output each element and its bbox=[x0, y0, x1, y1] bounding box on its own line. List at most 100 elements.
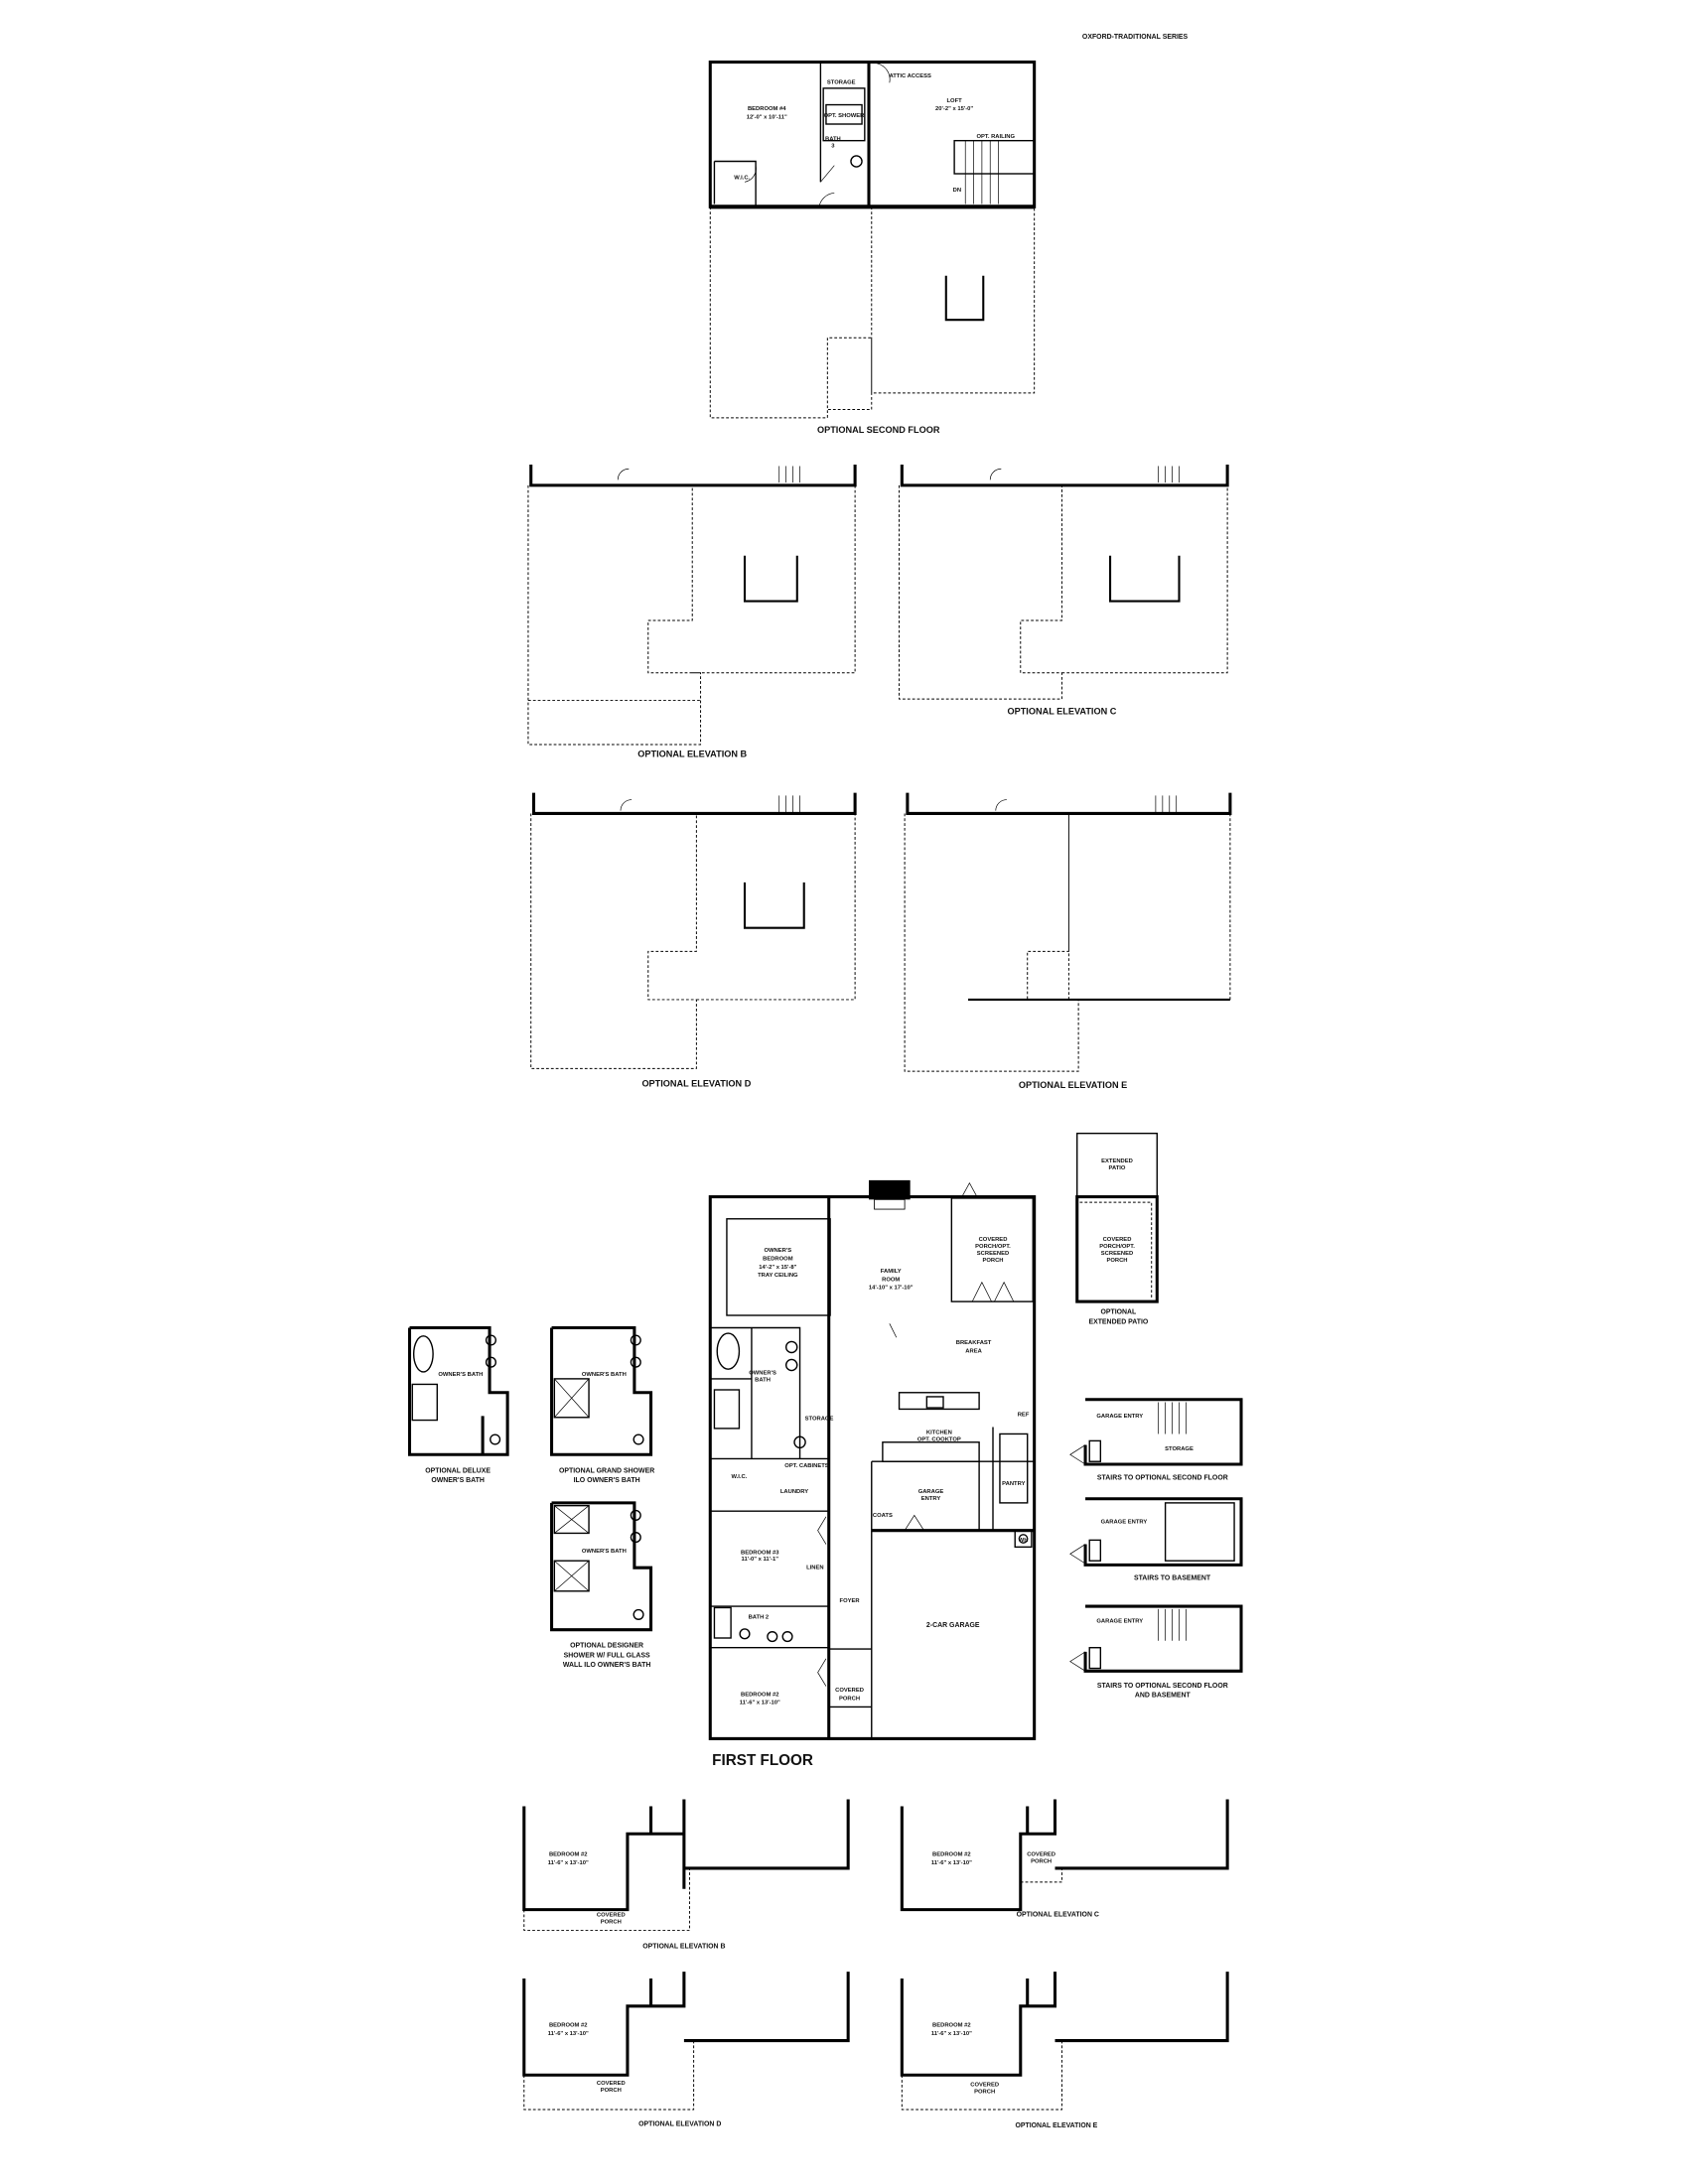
stair-option-label: STAIRS TO BASEMENT bbox=[1134, 1575, 1211, 1582]
upper-elev-c-label: OPTIONAL ELEVATION C bbox=[1007, 706, 1116, 716]
kitchen-label: KITCHEN bbox=[926, 1430, 952, 1435]
bath-option-label: OPTIONAL DELUXE bbox=[425, 1467, 491, 1474]
laundry-label: LAUNDRY bbox=[780, 1489, 808, 1495]
second-floor-title: OPTIONAL SECOND FLOOR bbox=[817, 425, 940, 435]
family-room-dim: 14'-10" x 17'-10" bbox=[869, 1286, 914, 1292]
lower-elevation-d: BEDROOM #2 11'-6" x 13'-10" COVERED PORC… bbox=[522, 1972, 850, 2128]
stair-room: GARAGE ENTRY bbox=[1101, 1520, 1148, 1526]
series-title: OXFORD-TRADITIONAL SERIES bbox=[1082, 34, 1189, 41]
foyer-label: FOYER bbox=[840, 1598, 861, 1604]
covered-porch-label: COVERED bbox=[835, 1688, 864, 1694]
garage-entry-label: GARAGE bbox=[918, 1489, 944, 1495]
porch-label4: PORCH bbox=[982, 1258, 1003, 1264]
lower-bedroom: BEDROOM #2 bbox=[932, 2023, 971, 2029]
stair-option-label: STAIRS TO OPTIONAL SECOND FLOOR bbox=[1097, 1683, 1228, 1690]
upper-elevation-b: OPTIONAL ELEVATION B bbox=[527, 465, 857, 759]
upper-elevation-d: OPTIONAL ELEVATION D bbox=[530, 792, 857, 1088]
lower-dim: 11'-6" x 13'-10" bbox=[548, 1860, 589, 1866]
stair-room: GARAGE ENTRY bbox=[1096, 1414, 1143, 1420]
lower-dim: 11'-6" x 13'-10" bbox=[548, 2031, 589, 2037]
extended-patio-label2: EXTENDED PATIO bbox=[1088, 1318, 1148, 1325]
extended-patio-room2: PATIO bbox=[1109, 1165, 1126, 1171]
lower-elevation-e: BEDROOM #2 11'-6" x 13'-10" COVERED PORC… bbox=[900, 1972, 1229, 2129]
stair-option-label: STAIRS TO OPTIONAL SECOND FLOOR bbox=[1097, 1474, 1228, 1481]
bath-option-label: OPTIONAL GRAND SHOWER bbox=[559, 1467, 654, 1474]
bath-option-label3: WALL ILO OWNER'S BATH bbox=[563, 1662, 651, 1669]
opt-cooktop-label: OPT. COOKTOP bbox=[917, 1436, 961, 1442]
first-floor-plan: OWNER'S BEDROOM 14'-2" x 15'-8" TRAY CEI… bbox=[708, 1179, 1037, 1769]
lower-elev-d-label: OPTIONAL ELEVATION D bbox=[638, 2121, 721, 2128]
upper-elev-e-label: OPTIONAL ELEVATION E bbox=[1019, 1080, 1127, 1090]
bedroom4-label: BEDROOM #4 bbox=[748, 106, 786, 112]
bath-option-deluxe: OWNER'S BATH OPTIONAL DELUXE OWNER'S BAT… bbox=[407, 1325, 509, 1484]
ref-label: REF bbox=[1018, 1412, 1030, 1418]
owners-bath-label: OWNER'S bbox=[749, 1371, 776, 1377]
upper-elevation-c: OPTIONAL ELEVATION C bbox=[899, 465, 1229, 716]
lower-porch: COVERED bbox=[597, 2081, 626, 2087]
lower-dim: 11'-6" x 13'-10" bbox=[931, 1860, 972, 1866]
stair-option-basement: GARAGE ENTRY STAIRS TO BASEMENT bbox=[1069, 1497, 1243, 1582]
storage-label: STORAGE bbox=[805, 1417, 834, 1423]
garage-label: 2-CAR GARAGE bbox=[926, 1622, 980, 1629]
owners-bedroom-label2: BEDROOM bbox=[763, 1256, 793, 1262]
first-floor-title: FIRST FLOOR bbox=[712, 1752, 813, 1769]
porch-label1: COVERED bbox=[979, 1237, 1008, 1243]
breakfast-label: BREAKFAST bbox=[956, 1340, 992, 1346]
bedroom3-label: BEDROOM #3 bbox=[741, 1550, 779, 1556]
ext-porch3: SCREENED bbox=[1101, 1251, 1133, 1257]
stair-option-second-floor: GARAGE ENTRY STORAGE STAIRS TO OPTIONAL … bbox=[1069, 1398, 1243, 1481]
owners-bedroom-dim: 14'-2" x 15'-8" bbox=[759, 1265, 796, 1271]
loft-dim: 20'-2" x 15'-0" bbox=[935, 106, 973, 112]
bedroom4-dim: 12'-0" x 10'-11" bbox=[747, 114, 787, 120]
coats-label: COATS bbox=[873, 1513, 893, 1519]
lower-bedroom: BEDROOM #2 bbox=[932, 1851, 971, 1857]
lower-bedroom: BEDROOM #2 bbox=[549, 2023, 588, 2029]
porch-label3: SCREENED bbox=[977, 1251, 1009, 1257]
stair-room: GARAGE ENTRY bbox=[1096, 1619, 1143, 1625]
bath-option-room: OWNER'S BATH bbox=[438, 1372, 483, 1378]
lower-porch2: PORCH bbox=[1031, 1858, 1052, 1864]
wic-label: W.I.C. bbox=[734, 176, 750, 182]
dn-label: DN bbox=[953, 188, 961, 194]
upper-elev-b-label: OPTIONAL ELEVATION B bbox=[637, 750, 747, 759]
breakfast-label2: AREA bbox=[965, 1349, 982, 1355]
bath3-label: BATH bbox=[825, 137, 841, 143]
lower-porch2: PORCH bbox=[601, 2088, 622, 2094]
second-floor-plan: BEDROOM #4 12'-0" x 10'-11" STORAGE ATTI… bbox=[708, 60, 1037, 435]
bath-option-label2: SHOWER W/ FULL GLASS bbox=[564, 1652, 650, 1659]
garage-entry-label2: ENTRY bbox=[921, 1496, 941, 1502]
lower-porch2: PORCH bbox=[601, 1920, 622, 1926]
lower-porch: COVERED bbox=[597, 1913, 626, 1919]
bedroom2-dim: 11'-6" x 13'-10" bbox=[740, 1701, 780, 1706]
loft-label: LOFT bbox=[947, 98, 963, 104]
lower-elev-b-label: OPTIONAL ELEVATION B bbox=[642, 1944, 725, 1951]
wh-label: WH bbox=[1019, 1538, 1029, 1544]
stair-option-label2: AND BASEMENT bbox=[1135, 1693, 1192, 1700]
bath3-number: 3 bbox=[831, 144, 835, 150]
bath-option-room: OWNER'S BATH bbox=[582, 1549, 627, 1555]
wic-label: W.I.C. bbox=[732, 1474, 748, 1480]
bath-option-label2: ILO OWNER'S BATH bbox=[574, 1477, 640, 1484]
bath-option-label: OPTIONAL DESIGNER bbox=[570, 1643, 643, 1650]
bath2-label: BATH 2 bbox=[749, 1615, 770, 1621]
lower-elevation-c: BEDROOM #2 11'-6" x 13'-10" COVERED PORC… bbox=[900, 1799, 1229, 1919]
family-room-label2: ROOM bbox=[882, 1277, 900, 1283]
lower-elev-c-label: OPTIONAL ELEVATION C bbox=[1017, 1912, 1099, 1919]
bedroom2-label: BEDROOM #2 bbox=[741, 1692, 779, 1698]
tray-ceiling-label: TRAY CEILING bbox=[758, 1273, 798, 1279]
lower-porch: COVERED bbox=[970, 2082, 999, 2088]
ext-porch2: PORCH/OPT. bbox=[1099, 1244, 1135, 1250]
owners-bath-label2: BATH bbox=[755, 1378, 771, 1384]
owners-bedroom-label: OWNER'S bbox=[765, 1248, 792, 1254]
lower-dim: 11'-6" x 13'-10" bbox=[931, 2031, 972, 2037]
shower-label: OPT. SHOWER bbox=[824, 113, 866, 119]
bath-option-label2: OWNER'S BATH bbox=[431, 1477, 485, 1484]
bedroom3-dim: 11'-0" x 11'-1" bbox=[742, 1557, 779, 1563]
stair-storage: STORAGE bbox=[1165, 1446, 1194, 1452]
lower-porch2: PORCH bbox=[974, 2089, 995, 2095]
attic-label: ATTIC ACCESS bbox=[889, 73, 931, 79]
lower-bedroom: BEDROOM #2 bbox=[549, 1851, 588, 1857]
optional-extended-patio: EXTENDED PATIO COVERED PORCH/OPT. SCREEN… bbox=[1075, 1132, 1159, 1325]
family-room-label: FAMILY bbox=[881, 1269, 902, 1275]
